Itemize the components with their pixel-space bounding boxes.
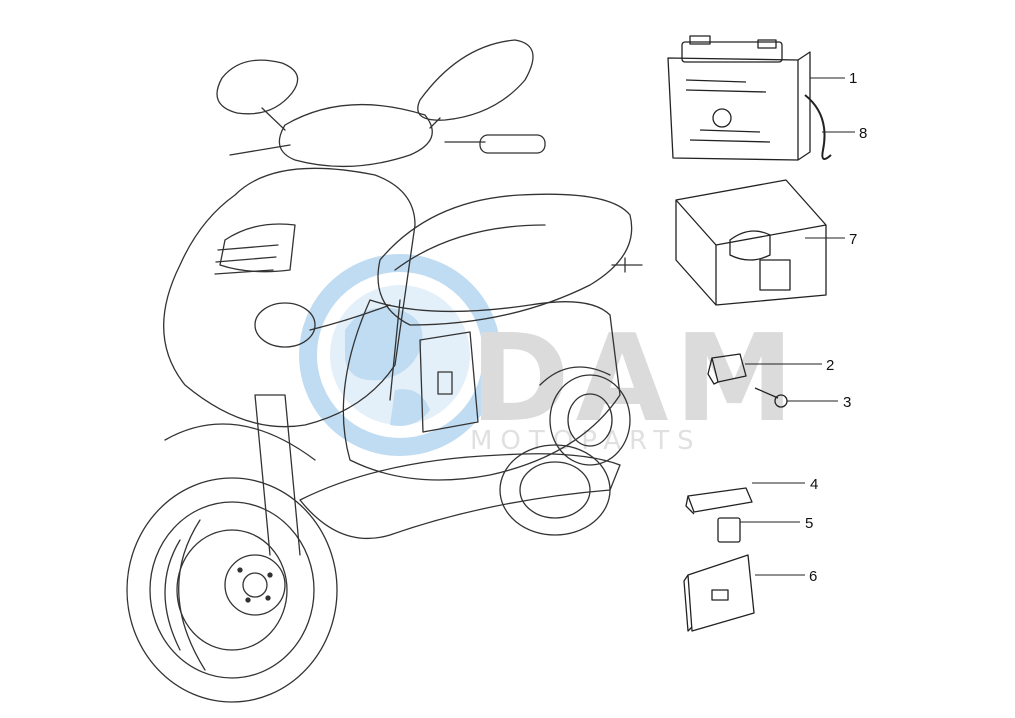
scooter-drawing (126, 39, 643, 703)
callout-2: 2 (826, 357, 834, 374)
watermark-tagline: MOTOPARTS (470, 426, 702, 456)
body-panel (342, 299, 621, 481)
front-shield (163, 167, 416, 428)
callout-8: 8 (859, 125, 867, 142)
battery (667, 35, 811, 161)
battery-box (675, 179, 827, 306)
mirror-left (216, 59, 299, 131)
relay (707, 353, 747, 385)
fuse (717, 517, 741, 543)
callout-leaders (740, 77, 855, 576)
callout-1: 1 (849, 70, 857, 87)
seat (377, 193, 633, 326)
handlebar (229, 103, 546, 168)
mirror-right (417, 39, 534, 129)
callout-numbers: 1 8 7 2 3 4 5 6 (805, 70, 867, 585)
fuse-holder (685, 487, 753, 515)
electronic-control-unit (683, 554, 755, 632)
callout-6: 6 (809, 568, 817, 585)
front-wheel (126, 477, 338, 703)
rear-wheel (499, 444, 611, 536)
breather-tube (804, 94, 832, 160)
parts (667, 35, 832, 632)
watermark-brand: DAM (470, 310, 800, 449)
callout-4: 4 (810, 476, 818, 493)
front-fork (254, 394, 301, 556)
callout-5: 5 (805, 515, 813, 532)
callout-3: 3 (843, 394, 851, 411)
floorboard (299, 453, 621, 539)
globe-logo-icon (299, 254, 501, 456)
callout-7: 7 (849, 231, 857, 248)
engine (539, 257, 643, 466)
watermark: DAM MOTOPARTS (299, 254, 800, 456)
